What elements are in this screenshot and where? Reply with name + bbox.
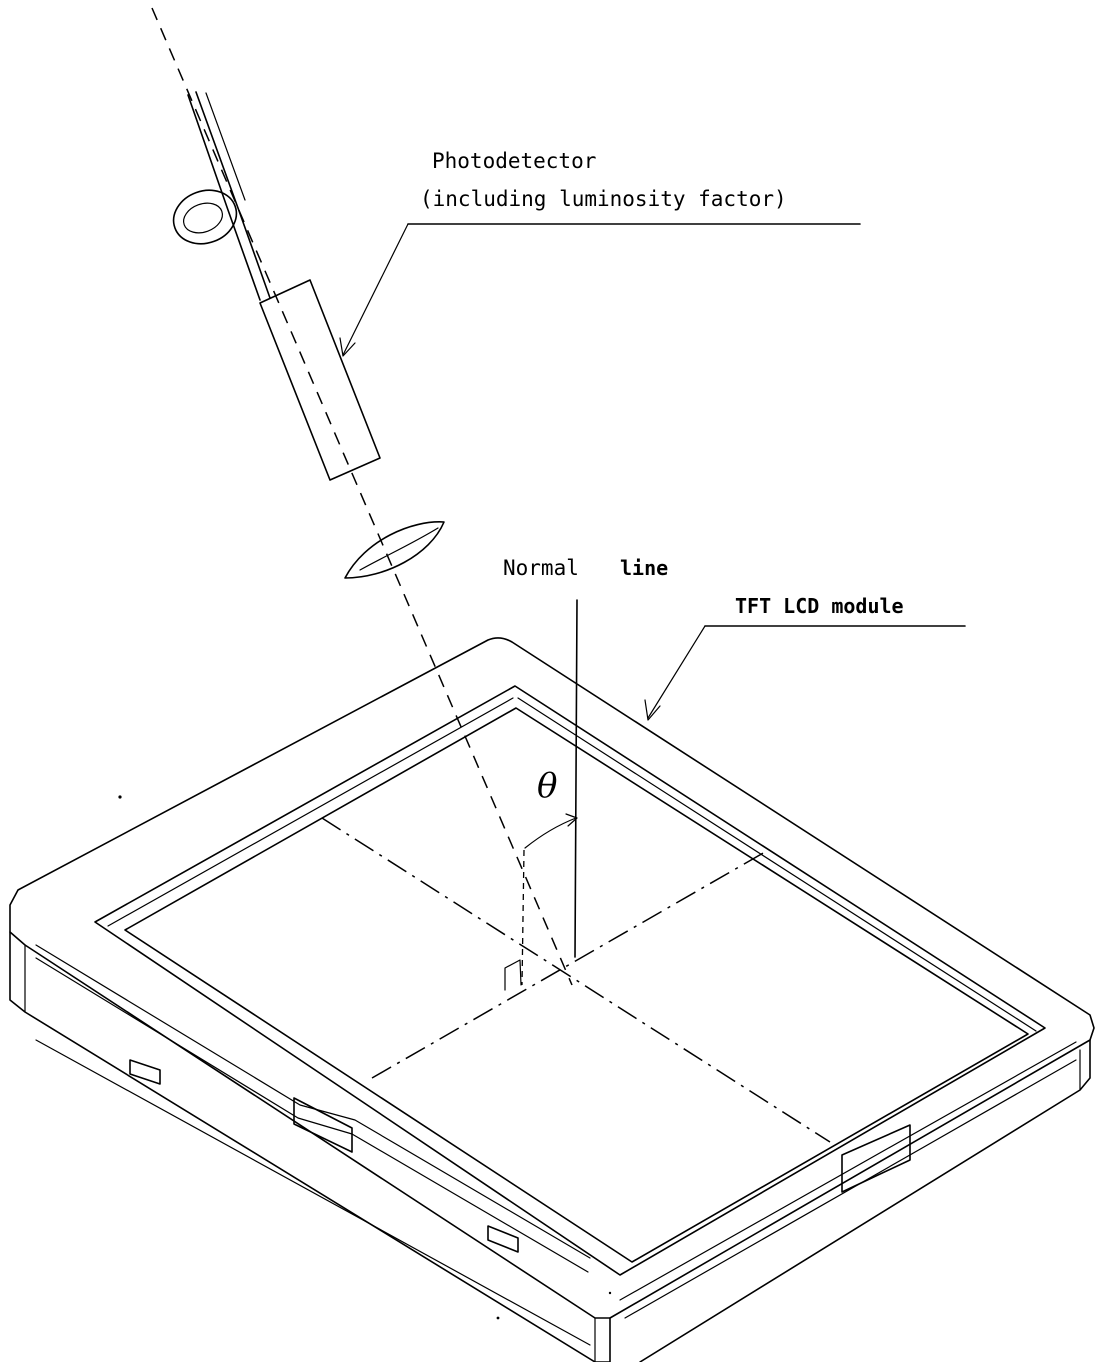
angle-symbol: θ — [537, 766, 557, 806]
normal-line — [574, 599, 578, 958]
side-wall-right — [639, 1039, 1091, 1362]
side-wall-right-groove-b — [624, 1059, 1077, 1319]
side-wall-groove-a — [35, 944, 591, 1259]
screen-area — [124, 707, 1029, 1263]
photodetector-title: Photodetector — [432, 149, 596, 173]
module-title: TFT LCD module — [735, 594, 904, 618]
bezel-bevel-right — [517, 697, 1037, 1032]
module-label: TFT LCD module — [644, 594, 966, 721]
side-wall-front — [9, 931, 611, 1362]
bezel-bevel-left — [107, 697, 514, 927]
side-wall-bottom — [35, 1039, 591, 1346]
optical-axis-line — [151, 7, 573, 986]
side-wall-groove-b — [35, 957, 589, 1273]
photodetector-leader — [342, 223, 409, 356]
projection-foot — [504, 959, 522, 991]
lens — [344, 521, 445, 579]
frame-outer-top — [9, 637, 1095, 1319]
screen-centerline-b — [371, 851, 766, 1079]
photodetector-arrowhead — [339, 337, 356, 357]
lcd-module — [9, 637, 1095, 1362]
module-leader — [647, 625, 706, 719]
angle-arrowhead — [565, 813, 578, 827]
photodetector-body — [259, 279, 381, 481]
bezel-inner-edge — [94, 685, 1046, 1276]
detector-cable — [172, 91, 271, 301]
normal-label-suffix: line — [620, 556, 668, 580]
photodetector-label: Photodetector (including luminosity fact… — [339, 149, 861, 357]
normal-label-prefix: Normal — [503, 556, 579, 580]
module-arrowhead — [644, 699, 661, 721]
photodetector-subtitle: (including luminosity factor) — [420, 187, 787, 211]
slot-front — [487, 1225, 519, 1253]
stray-dot-a — [118, 795, 122, 799]
slot-left — [129, 1059, 161, 1085]
projection-line — [521, 849, 525, 986]
normal-line-group: Normal line — [503, 556, 668, 958]
latch-left — [293, 1097, 353, 1153]
latch-right — [841, 1124, 911, 1193]
side-wall-right-groove — [619, 1041, 1077, 1301]
stray-dot-b — [496, 1316, 500, 1320]
angle-arc — [524, 817, 577, 849]
stray-dot-c — [608, 1291, 612, 1295]
angle-theta: θ — [504, 766, 578, 991]
